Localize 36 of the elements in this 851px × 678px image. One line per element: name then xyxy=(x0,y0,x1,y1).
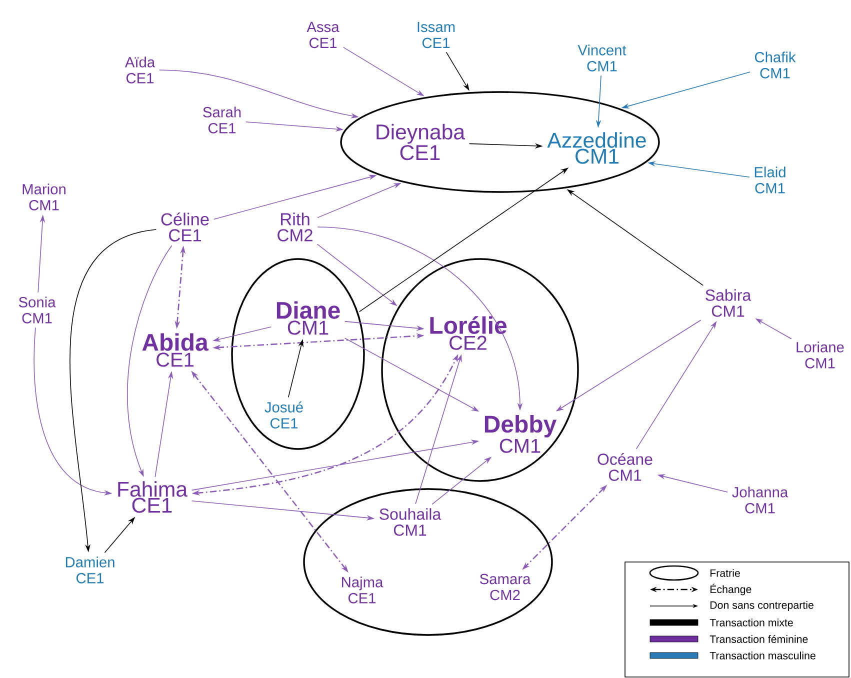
sibling-ellipse xyxy=(303,488,553,636)
name-label: Dieynaba CE1 xyxy=(376,124,466,160)
name-label: Aïda CE1 xyxy=(124,56,156,84)
name-label: Azzeddine CM1 xyxy=(547,132,646,164)
name-label: Assa CE1 xyxy=(306,22,340,48)
name-label: Céline CE1 xyxy=(161,212,209,242)
name-label: Souhaila CM1 xyxy=(380,508,442,536)
name-label: Abida CE1 xyxy=(142,333,208,367)
name-label: Elaid CM1 xyxy=(754,166,786,194)
name-label: Loriane CM1 xyxy=(796,342,844,368)
legend-label: Don sans contrepartie xyxy=(710,601,814,611)
legend-label: Fratrie xyxy=(710,569,740,577)
name-label: Issam CE1 xyxy=(418,22,455,48)
name-label: Johanna CM1 xyxy=(732,486,788,514)
name-label: Samara CM2 xyxy=(480,574,531,600)
legend-label: Transaction masculine xyxy=(710,652,816,660)
sibling-ellipse xyxy=(381,258,579,482)
name-label: Rith CM2 xyxy=(278,212,312,242)
name-label: Marion CM1 xyxy=(22,184,66,210)
name-label: Sarah CE1 xyxy=(203,106,241,134)
legend-label: Transaction féminine xyxy=(710,635,808,643)
name-label: Diane CM1 xyxy=(276,301,340,335)
name-label: Océane CM1 xyxy=(598,453,652,481)
sibling-ellipse xyxy=(231,258,365,450)
sibling-ellipse xyxy=(340,91,660,193)
name-label: Damien CE1 xyxy=(66,556,114,584)
legend-label: Transaction mixte xyxy=(710,618,793,626)
name-label: Josué CE1 xyxy=(264,402,303,428)
name-label: Sonia CM1 xyxy=(18,296,56,324)
name-label: Sabira CM1 xyxy=(706,289,752,317)
legend-label: Échange xyxy=(710,584,752,596)
name-label: Debby CM1 xyxy=(484,415,557,453)
name-label: Vincent CM1 xyxy=(578,44,626,72)
name-label: Fahima CE1 xyxy=(118,481,188,513)
name-label: Najma CE1 xyxy=(342,576,384,604)
name-label: Chafik CM1 xyxy=(754,52,796,78)
